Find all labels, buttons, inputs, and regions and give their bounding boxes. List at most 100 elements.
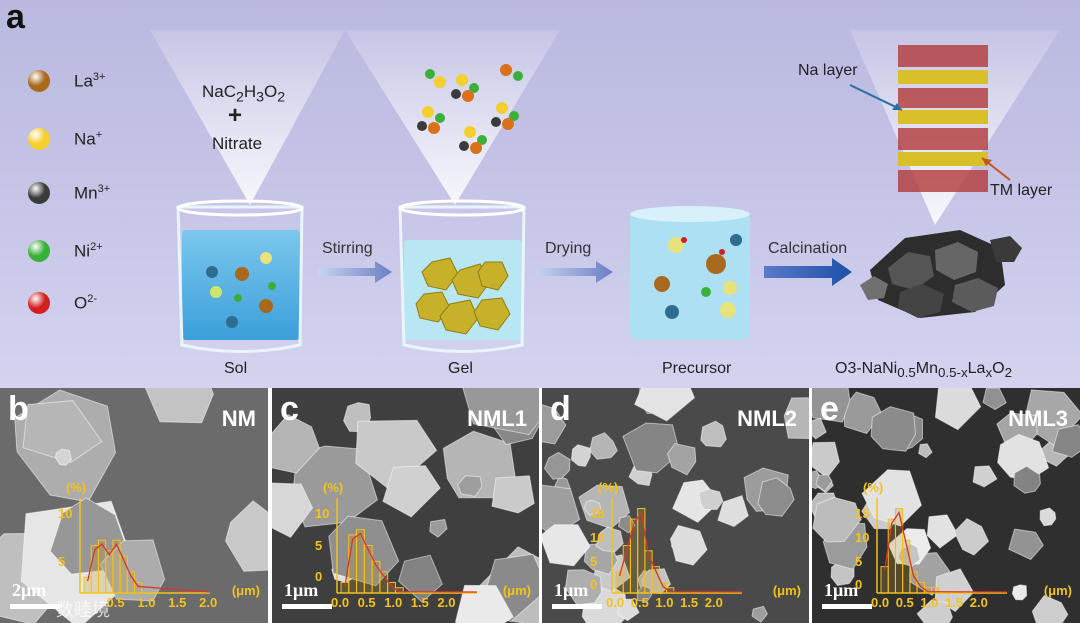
particle [328,515,400,587]
particle [54,448,73,466]
particle [815,474,833,492]
particle [564,569,602,606]
particle [1051,424,1080,458]
histogram-x-unit: (μm) [231,583,260,598]
beaker-sol [176,199,304,353]
histogram-bar [931,587,940,594]
histogram-x-tick: 1.5 [410,595,429,610]
particle [22,400,103,464]
histogram-bar [902,539,911,594]
histogram-y-unit: (%) [863,480,884,495]
histogram-x-tick: 1.0 [920,595,939,610]
particle [953,517,990,556]
scale-bar-label: 1μm [284,580,319,600]
particle [617,598,640,622]
step-drying: Drying [545,240,592,257]
particle [543,451,571,480]
particle [918,443,933,459]
reagent-nitrate: Nitrate [212,134,263,153]
histogram-x-unit: (μm) [1043,583,1072,598]
legend-label-na: Na+ [74,129,103,149]
histogram-y-tick: 10 [855,529,870,545]
stage-product-formula: O3-NaNi0.5Mn0.5-xLaxO2 [835,360,1012,381]
histogram-x-tick: 0.5 [106,595,125,610]
histogram-fit-curve [618,510,743,593]
sample-title: NML2 [737,406,797,431]
histogram-x-tick: 2.0 [969,595,988,610]
scale-bar [282,604,332,609]
histogram-x-tick: 0.5 [630,595,649,610]
particle [634,388,696,422]
particle [491,475,535,514]
particle [757,477,795,517]
synthesis-schematic-panel: a La3+Na+Mn3+Ni2+O2- NaC2H3O2 + Nitrate … [0,0,1080,388]
histogram-fit-curve [883,510,1008,593]
histogram-x-unit: (μm) [502,583,531,598]
particle [99,539,166,602]
histogram-x-tick: 2.0 [704,595,723,610]
panel-letter-e: e [820,390,839,428]
legend-dot-mn [28,182,50,204]
particle [916,599,953,623]
schematic-graphics [150,30,1060,353]
particle [1031,594,1069,623]
histogram-y-tick: 15 [590,506,605,521]
histogram-fit-curve [344,532,478,593]
particle [751,605,768,623]
sem-micrograph-c [272,388,539,623]
histogram-bar [622,545,631,594]
legend-dot-la [28,70,50,92]
histogram-x-tick: 2.0 [437,595,456,610]
sample-title: NM [221,406,256,431]
particle [698,488,724,511]
particle [717,494,749,528]
histogram-y-unit: (%) [598,480,619,495]
histogram-bar [887,518,896,594]
particle [1013,465,1041,494]
calcination-arrow [764,258,852,286]
drying-arrow [536,261,613,283]
histogram-y-tick: 5 [58,553,66,569]
histogram-y-tick: 5 [855,553,863,569]
legend-dot-ni [28,240,50,262]
histogram-y-tick: 5 [590,553,598,569]
step-stirring: Stirring [322,240,373,257]
scale-bar [552,604,602,609]
plus-sign: + [228,102,243,129]
panel-letter-b: b [8,390,29,428]
histogram-x-tick: 0.5 [357,595,376,610]
particle [669,524,708,566]
histogram-bar [348,534,358,594]
particle [291,445,378,528]
particle [595,526,624,553]
particle [926,514,959,549]
sample-title: NML3 [1008,406,1068,431]
sem-micrograph-b [0,388,268,623]
precursor-container [630,206,750,340]
histogram-bar [90,545,99,594]
particle [398,554,443,603]
beaker-gel [398,199,526,353]
stirring-arrow [318,261,392,283]
histogram-bar [637,508,646,594]
histogram-x-unit: (μm) [772,583,801,598]
histogram-y-tick: 0 [590,577,598,593]
histogram-y-tick: 15 [855,506,870,521]
particle [1011,584,1028,601]
particle [812,441,840,479]
particle [462,388,539,436]
histogram-x-tick: 1.5 [945,595,964,610]
particle [454,584,514,623]
particle [542,404,567,445]
histogram-x-tick: 2.0 [199,595,218,610]
panel-letter-a: a [6,0,25,36]
legend-dot-o [28,292,50,314]
particle [272,482,314,539]
histogram-x-tick: 1.0 [384,595,403,610]
particle [570,444,591,467]
particle [870,406,917,452]
histogram-x-tick: 1.5 [168,595,187,610]
histogram-x-tick: 0.0 [871,595,890,610]
legend-label-mn: Mn3+ [74,183,111,203]
